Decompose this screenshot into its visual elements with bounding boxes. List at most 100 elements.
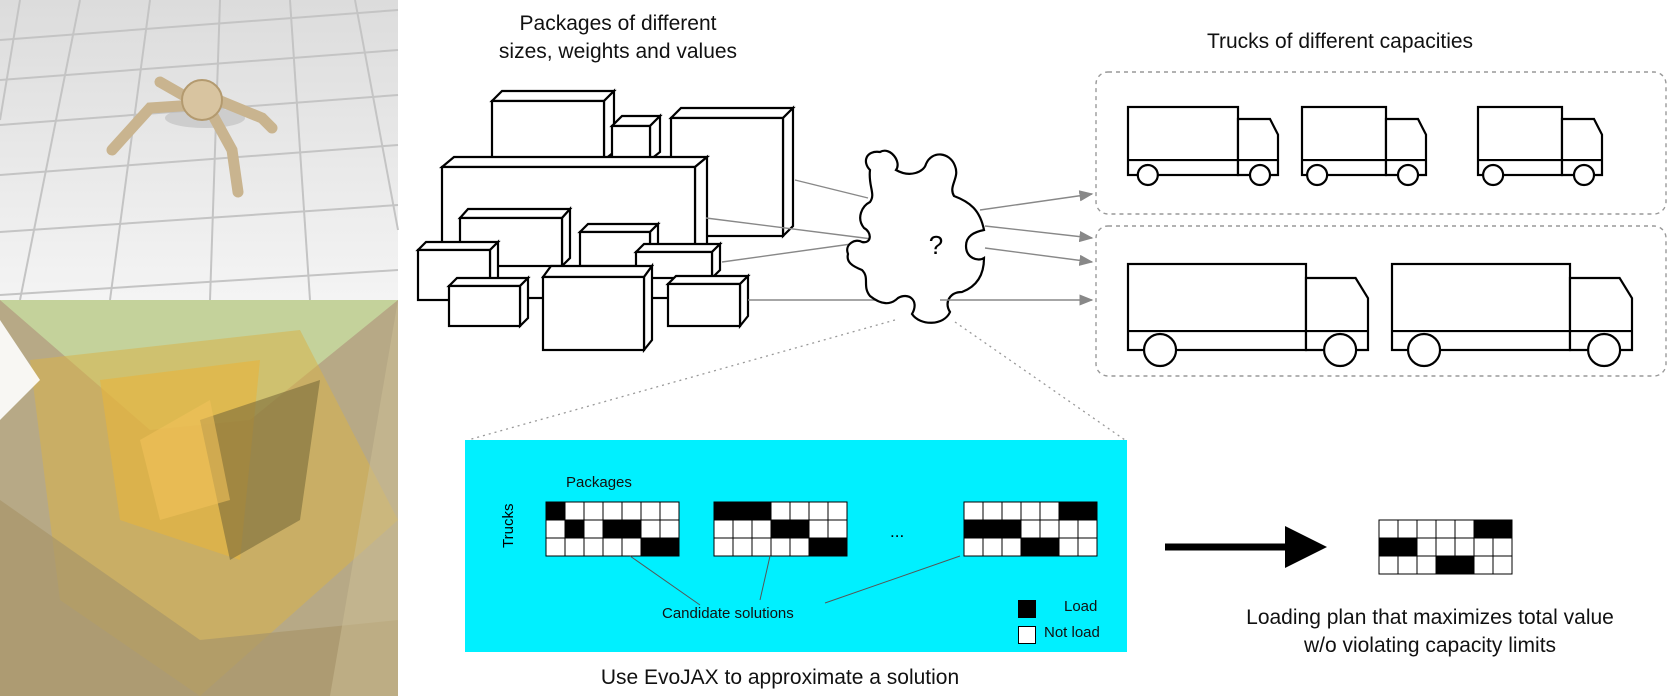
grid-cell [751,501,772,521]
grid-cell [1397,555,1418,575]
truck [1126,105,1280,187]
grid-cell [1378,519,1399,539]
package-box [540,262,655,354]
evojax-caption: Use EvoJAX to approximate a solution [600,666,960,689]
grid-cell [1001,501,1022,521]
truck [1476,105,1604,187]
grid-cell [1492,555,1513,575]
grid-cell [1454,555,1475,575]
grid-cell [640,537,661,557]
grid-cell [808,537,829,557]
grid-cell [982,501,1003,521]
grid-cell [963,537,984,557]
grid-cell [1077,501,1098,521]
grid-cell [1492,537,1513,557]
grid-cell [1039,537,1060,557]
legend-not-load-swatch [1018,626,1036,644]
grid-cell [1077,537,1098,557]
candidate-grid [545,501,680,557]
grid-cell [963,501,984,521]
grid-cell [1378,537,1399,557]
truck [1390,262,1634,368]
grid-cell [827,519,848,539]
grid-cell [1416,555,1437,575]
package-box [633,241,723,281]
trucks [1126,105,1634,368]
candidate-solutions-label: Candidate solutions [662,605,794,622]
grid-cell [659,537,680,557]
package-box [446,275,531,329]
grid-cell [827,501,848,521]
grid-cell [982,537,1003,557]
small-trucks-group [1095,71,1667,215]
plan-caption: Loading plan that maximizes total value … [1190,604,1670,660]
grid-cell [789,501,810,521]
grid-cell [1473,537,1494,557]
legend-not-load-label: Not load [1044,624,1100,641]
grid-cell [1416,519,1437,539]
loading-plan-grid [1378,519,1513,575]
grid-cell [1077,519,1098,539]
grid-cell [659,501,680,521]
legend-load-label: Load [1064,598,1098,615]
panel-connector-lines [467,319,1126,441]
grid-cell [789,537,810,557]
grid-cell [713,519,734,539]
question-mark: ? [928,230,944,260]
grid-cell [1435,519,1456,539]
grid-cell [659,519,680,539]
grid-cell [1001,519,1022,539]
truck [1126,262,1370,368]
grid-cell [982,519,1003,539]
candidate-grid [963,501,1098,557]
grid-cell [827,537,848,557]
legend-load-swatch [1018,600,1036,618]
grid-cell [602,519,623,539]
grid-cell [1416,537,1437,557]
grid-cell [583,537,604,557]
grid-cell [1020,537,1041,557]
package-box [489,88,617,163]
grid-cell [1473,519,1494,539]
grid-cell [545,501,566,521]
large-trucks-group [1095,225,1667,377]
package-box [665,273,751,330]
grid-cell [751,519,772,539]
solution-grids [545,501,1513,575]
grid-cell [808,501,829,521]
grid-cell [564,501,585,521]
grid-cell [713,537,734,557]
grid-cell [1001,537,1022,557]
grid-cell [1473,555,1494,575]
grid-cell [770,519,791,539]
candidate-grid [713,501,848,557]
grid-cell [1454,537,1475,557]
grid-cell [621,519,642,539]
ellipsis: ... [890,522,905,541]
grid-cell [732,537,753,557]
grid-cell [545,519,566,539]
grid-cell [789,519,810,539]
grid-cell [1435,537,1456,557]
grid-cell [602,501,623,521]
grid-cell [1020,501,1041,521]
grid-cell [1058,537,1079,557]
grid-cell [808,519,829,539]
grid-cell [564,537,585,557]
truck [1300,105,1428,187]
grid-cell [1454,519,1475,539]
grid-cell [1397,519,1418,539]
grid-cell [1435,555,1456,575]
plan-caption-line1: Loading plan that maximizes total value [1246,606,1614,629]
grid-cell [640,501,661,521]
grid-cell [1058,519,1079,539]
grid-cell [583,501,604,521]
packages-cluster [415,88,796,354]
grid-cell [1492,519,1513,539]
puzzle-piece-icon [846,149,986,324]
grid-cell [713,501,734,521]
grid-cell [1020,519,1041,539]
trucks-axis-label: Trucks [500,503,517,548]
grid-cell [583,519,604,539]
